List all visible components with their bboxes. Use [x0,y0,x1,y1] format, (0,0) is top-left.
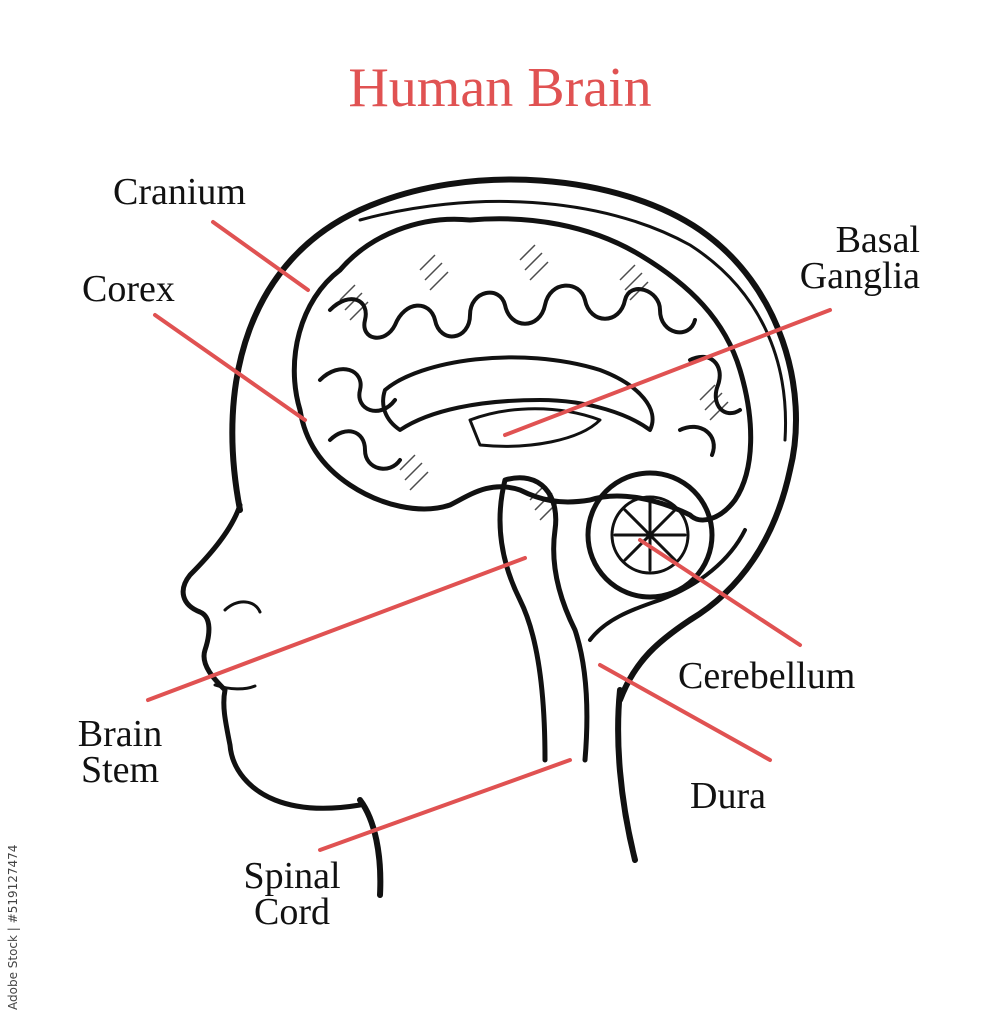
label-basal-ganglia-line2: Ganglia [799,255,920,297]
label-brain-stem-line2: Stem [80,749,160,791]
stock-watermark-id: Adobe Stock | #519127474 [6,844,20,1010]
corpus-callosum [381,355,655,432]
label-dura: Dura [690,775,766,817]
leader-cranium [211,220,310,292]
label-cerebellum: Cerebellum [678,655,856,697]
skull-outline [229,176,799,703]
leader-spinal-cord [318,758,572,852]
basal-ganglia-shape [468,407,602,448]
label-spinal-cord-line2: Cord [254,891,330,933]
nostril [223,600,262,614]
gyri [328,283,697,340]
label-cortex: Corex [82,268,175,310]
brainstem [497,475,590,763]
diagram-title: Human Brain [348,57,652,119]
leader-dura [598,663,772,762]
label-spinal-cord: Spinal Cord [222,855,362,933]
label-basal-ganglia-line1: Basal [835,219,920,261]
label-cranium: Cranium [113,171,246,213]
leader-cortex [153,313,307,422]
label-dura-text: Dura [690,775,766,817]
neck-front [357,797,384,898]
neck-back [615,687,638,863]
label-brain-stem: Brain Stem [70,713,170,791]
cranium-inner [358,199,788,442]
label-brain-stem-line1: Brain [77,713,163,755]
leader-basal-ganglia [503,308,832,437]
label-cortex-text: Corex [82,268,175,310]
label-cerebellum-text: Cerebellum [678,655,856,697]
dura-curve [588,528,747,642]
leader-cerebellum [638,538,802,647]
brain-outline [291,216,754,523]
label-spinal-cord-line1: Spinal [243,855,341,897]
label-basal-ganglia: Basal Ganglia [760,219,920,297]
mouth [213,683,257,691]
label-cranium-text: Cranium [113,171,246,213]
leader-brain-stem [146,556,527,702]
face-profile [180,502,363,811]
cerebellum-shape [585,470,715,600]
